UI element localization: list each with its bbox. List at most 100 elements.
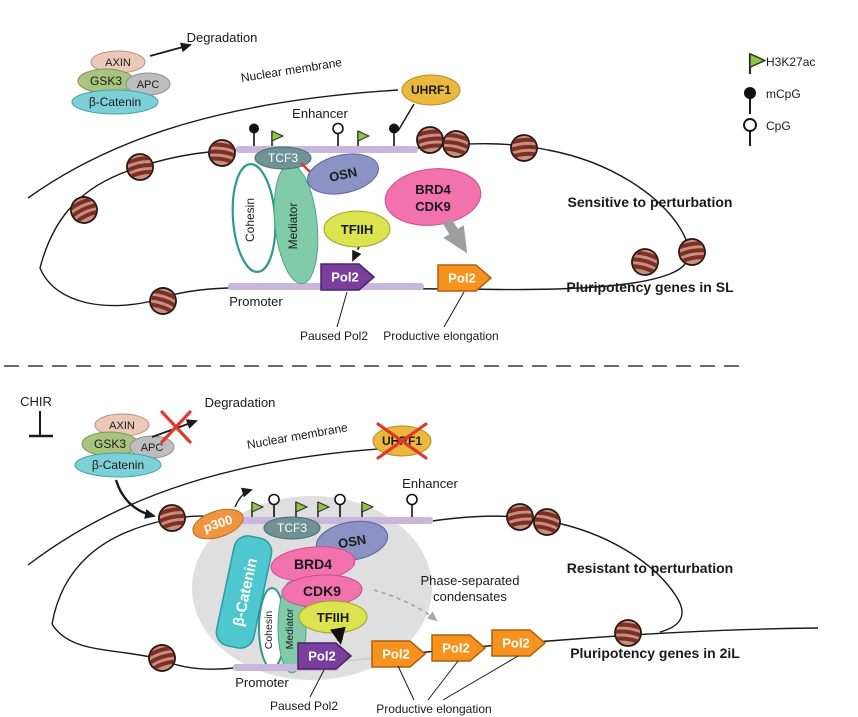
uhrf1-blocked-x xyxy=(376,422,428,460)
brd4-label: BRD4 xyxy=(415,182,451,197)
mediator-label: Mediator xyxy=(284,608,296,649)
legend-mcpg-label: mCpG xyxy=(766,87,801,101)
beta-catenin-label: β-Catenin xyxy=(92,458,144,472)
mcpg-icon xyxy=(248,122,260,147)
pol2-label: Pol2 xyxy=(448,271,475,286)
legend-cpg-label: CpG xyxy=(766,119,791,133)
productive-elongation-label: Productive elongation xyxy=(376,702,491,716)
cohesin-label: Cohesin xyxy=(263,611,275,650)
axin-label: AXIN xyxy=(105,57,131,69)
nucleosome xyxy=(504,502,535,532)
uhrf1-tether xyxy=(397,103,415,132)
paused-pol2-label: Paused Pol2 xyxy=(270,699,338,713)
productive-pointer xyxy=(442,655,519,701)
gsk3-label: GSK3 xyxy=(90,74,122,88)
nuclear-entry-arrow xyxy=(114,479,156,519)
panel-sl: Degradation AXIN GSK3 APC β-Catenin Nucl… xyxy=(27,30,734,343)
brd4-cdk9-complex xyxy=(384,168,482,226)
cpg-icon xyxy=(743,118,757,147)
tfiih-protein xyxy=(323,210,391,248)
h3k27ac-icon xyxy=(357,130,370,147)
sl-title: Pluripotency genes in SL xyxy=(566,279,734,295)
enhancer-label: Enhancer xyxy=(402,476,458,491)
beta-catenin-nuclear: β-Catenin xyxy=(215,535,273,649)
cdk9-label: CDK9 xyxy=(415,199,450,214)
osn-label: OSN xyxy=(337,532,367,552)
nucleosome xyxy=(124,151,157,182)
cpg-icon xyxy=(406,493,418,518)
nucleosome xyxy=(612,618,643,648)
pol2-label: Pol2 xyxy=(382,647,409,662)
legend: H3K27ac mCpG CpG xyxy=(743,52,815,147)
legend-h3k27ac-label: H3K27ac xyxy=(766,55,815,69)
nucleosome xyxy=(206,138,237,168)
p300-acetylation-arrow xyxy=(234,487,253,508)
p300-protein: p300 xyxy=(192,508,244,540)
pol2-paused: Pol2 xyxy=(297,642,353,670)
tfiih-to-pol2-arrow xyxy=(352,246,362,262)
tfiih-label: TFIIH xyxy=(341,222,374,237)
cpg-icon xyxy=(332,122,344,147)
strong-activation-arrow xyxy=(329,626,346,645)
pol2-elongating: Pol2 xyxy=(371,640,427,668)
nuclear-membrane-line xyxy=(27,447,393,566)
brd4-label: BRD4 xyxy=(294,556,332,572)
nucleosome xyxy=(66,192,102,227)
pol2-label: Pol2 xyxy=(442,641,469,656)
mediator-label: Mediator xyxy=(286,203,300,250)
tcf3-repression-mark xyxy=(300,162,312,174)
nucleosome xyxy=(156,502,189,533)
nucleosome xyxy=(414,125,445,155)
enhancer-bar xyxy=(233,517,433,524)
tcf3-protein xyxy=(254,146,312,170)
activation-arrow xyxy=(442,218,468,254)
mcpg-icon xyxy=(743,86,757,115)
degradation-label: Degradation xyxy=(187,30,258,45)
gsk3-label: GSK3 xyxy=(94,437,126,451)
nuclear-membrane-line xyxy=(27,89,399,199)
uhrf1-protein xyxy=(401,74,461,106)
degradation-blocked-x xyxy=(160,410,192,444)
h3k27ac-icon xyxy=(748,52,766,76)
apc-label: APC xyxy=(141,442,164,454)
2il-title: Pluripotency genes in 2iL xyxy=(570,645,740,661)
2il-status: Resistant to perturbation xyxy=(567,560,733,576)
dna-loop xyxy=(39,143,690,307)
h3k27ac-icon xyxy=(271,130,284,147)
beta-catenin-protein xyxy=(71,89,159,115)
pol2-elongating: Pol2 xyxy=(437,264,493,292)
apc-label: APC xyxy=(137,79,160,91)
axin-label: AXIN xyxy=(109,420,135,432)
pol2-elongating: Pol2 xyxy=(491,629,547,657)
nucleosome xyxy=(440,128,473,159)
cdk9-label: CDK9 xyxy=(303,583,341,599)
pol2-label: Pol2 xyxy=(331,270,358,285)
cohesin-label: Cohesin xyxy=(243,198,257,242)
nuclear-membrane-label: Nuclear membrane xyxy=(246,420,349,452)
nucleosome xyxy=(676,237,708,267)
paused-pol2-label: Paused Pol2 xyxy=(300,329,368,343)
pol2-paused: Pol2 xyxy=(320,263,376,291)
nucleosome xyxy=(145,641,180,674)
promoter-label: Promoter xyxy=(235,675,289,690)
pol2-label: Pol2 xyxy=(502,636,529,651)
promoter-label: Promoter xyxy=(229,294,283,309)
condensate-label-2: condensates xyxy=(433,589,507,604)
tcf3-label: TCF3 xyxy=(268,151,298,165)
nucleosome xyxy=(628,246,662,278)
pol2-label: Pol2 xyxy=(308,649,335,664)
degradation-arrow xyxy=(149,42,192,57)
tcf3-label: TCF3 xyxy=(277,521,307,535)
productive-pointer xyxy=(397,665,415,701)
nucleosome xyxy=(509,134,539,162)
pol2-elongating: Pol2 xyxy=(431,634,487,662)
nucleosome xyxy=(530,506,563,538)
productive-elongation-label: Productive elongation xyxy=(383,329,498,343)
condensate-label-1: Phase-separated xyxy=(420,573,519,588)
paused-pol2-pointer xyxy=(336,291,348,328)
nuclear-membrane-label: Nuclear membrane xyxy=(240,55,343,85)
productive-pointer xyxy=(427,660,459,701)
beta-catenin-label: β-Catenin xyxy=(89,95,141,109)
